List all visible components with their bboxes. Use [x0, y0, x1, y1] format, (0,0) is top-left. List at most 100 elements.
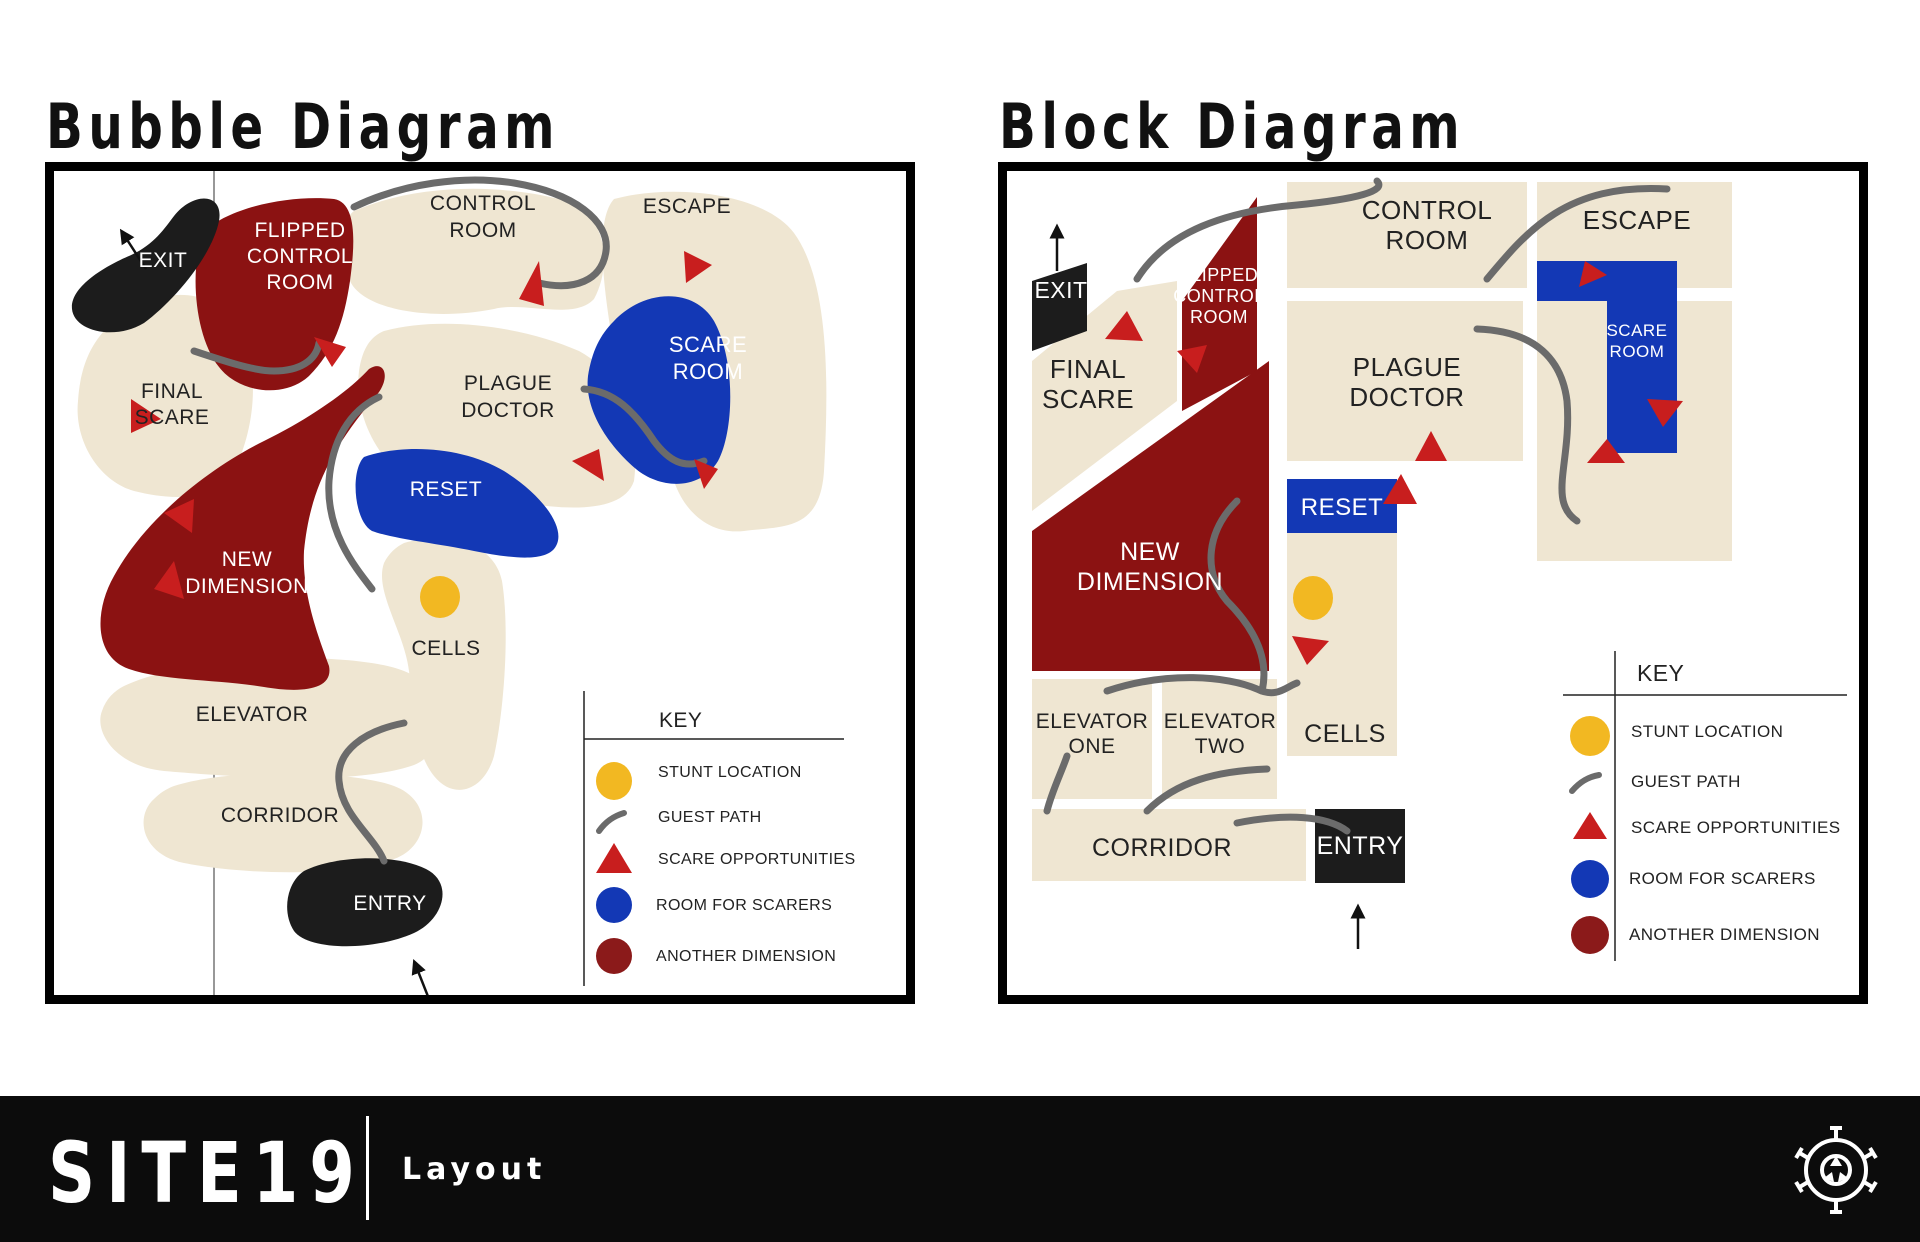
key-scare-swatch: [596, 843, 632, 873]
key-title: KEY: [659, 709, 702, 732]
key-stunt-label: STUNT LOCATION: [1631, 722, 1783, 741]
scare-triangle: [572, 449, 604, 481]
scare-triangle: [164, 499, 194, 533]
key-path-label: GUEST PATH: [1631, 772, 1741, 791]
corridor-bubble: [143, 773, 423, 873]
new-dimension-label-1: NEW: [1120, 538, 1180, 566]
new-dimension-block: [1032, 361, 1269, 671]
exit-label: EXIT: [139, 249, 188, 272]
new-dimension-label-2: DIMENSION: [1077, 568, 1223, 596]
guest-path-segment: [1207, 497, 1268, 695]
guest-path-segment: [1233, 813, 1351, 835]
key-path-swatch: [1569, 772, 1602, 794]
final-scare-label-1: FINAL: [141, 380, 203, 403]
reset-block: [1287, 479, 1397, 533]
corridor-label: CORRIDOR: [221, 804, 339, 827]
exit-arrow: [119, 228, 148, 270]
flipped-label-1: FLIPPED: [254, 219, 345, 242]
exit-label: EXIT: [1034, 277, 1087, 303]
key-scare-swatch: [1573, 812, 1607, 839]
block-diagram-canvas: EXIT FLIPPED CONTROL ROOM CONTROL ROOM E…: [1032, 177, 1847, 961]
flipped-control-room-bubble: [195, 198, 354, 391]
cells-bubble: [381, 538, 506, 790]
key-blue-label: ROOM FOR SCARERS: [1629, 869, 1816, 888]
entry-label: ENTRY: [353, 892, 426, 915]
entry-arrow: [411, 959, 429, 995]
guest-path-block: [1043, 177, 1671, 835]
scare-triangle: [1579, 261, 1607, 287]
flipped-label-1: FLIPPED: [1180, 265, 1259, 285]
scare-triangle: [1383, 474, 1417, 504]
block-key: KEY STUNT LOCATION GUEST PATH SCARE OPPO…: [1563, 651, 1847, 961]
guest-path-segment: [335, 719, 408, 865]
scare-room-label-2: ROOM: [1610, 342, 1665, 361]
escape-label: ESCAPE: [1583, 205, 1692, 235]
flipped-label-2: CONTROL: [1173, 286, 1265, 306]
scare-room-label-1: SCARE: [1606, 321, 1667, 340]
guest-path-segment: [350, 176, 610, 290]
guest-path-bubble: [190, 176, 708, 865]
elevator-one-label-1: ELEVATOR: [1036, 710, 1149, 733]
scare-triangle: [314, 337, 346, 367]
footer-divider: [366, 1116, 369, 1220]
new-dimension-bubble: [100, 366, 385, 690]
key-stunt-label: STUNT LOCATION: [658, 764, 802, 781]
plague-label-1: PLAGUE: [464, 372, 552, 395]
block-diagram-panel: EXIT FLIPPED CONTROL ROOM CONTROL ROOM E…: [998, 162, 1868, 1004]
guest-path-segment: [580, 385, 708, 468]
entry-bubble: [287, 858, 443, 947]
elevator-two-label-1: ELEVATOR: [1164, 710, 1277, 733]
scare-room-block: [1537, 261, 1677, 453]
key-red-swatch: [596, 938, 632, 974]
scare-opportunities-bubble: [131, 251, 718, 599]
key-path-swatch: [596, 810, 627, 834]
guest-path-segment: [1043, 752, 1071, 815]
bubble-diagram-canvas: EXIT FLIPPED CONTROL ROOM CONTROL ROOM E…: [71, 171, 855, 995]
flipped-label-3: ROOM: [1190, 307, 1248, 327]
scare-triangle: [519, 261, 544, 306]
scare-triangle: [1415, 431, 1447, 461]
final-scare-label-1: FINAL: [1050, 354, 1126, 384]
guest-path-segment: [325, 393, 383, 593]
guest-path-segment: [1103, 674, 1301, 697]
scare-triangle: [694, 459, 718, 489]
flipped-label-3: ROOM: [266, 271, 333, 294]
cells-label: CELLS: [411, 637, 480, 660]
key-title: KEY: [1637, 660, 1684, 686]
guest-path-segment: [1483, 184, 1671, 283]
reset-label: RESET: [1301, 494, 1384, 521]
plague-label-1: PLAGUE: [1353, 352, 1462, 382]
key-scare-label: SCARE OPPORTUNITIES: [1631, 818, 1840, 837]
footer-subtitle: Layout: [402, 1152, 547, 1187]
scare-triangle: [684, 251, 712, 283]
entry-label: ENTRY: [1317, 832, 1404, 860]
control-label-2: ROOM: [1386, 225, 1469, 255]
key-red-label: ANOTHER DIMENSION: [656, 948, 836, 965]
flipped-label-2: CONTROL: [247, 245, 353, 268]
key-stunt-swatch: [596, 762, 632, 800]
key-stunt-swatch: [1570, 716, 1610, 756]
footer-brand: SITE19: [48, 1124, 366, 1222]
stunt-location-block: [1293, 576, 1333, 620]
guest-path-segment: [1133, 177, 1383, 283]
elevator-two-label-2: TWO: [1195, 735, 1245, 758]
control-label-1: CONTROL: [430, 192, 536, 215]
scare-triangle: [1105, 311, 1143, 341]
reset-label: RESET: [410, 478, 483, 501]
new-dimension-label-2: DIMENSION: [185, 575, 309, 598]
bubble-diagram-title: Bubble Diagram: [46, 90, 561, 163]
elevator-two-block: [1162, 679, 1277, 799]
elevator-label: ELEVATOR: [196, 703, 309, 726]
reset-bubble: [355, 448, 559, 558]
exit-bubble: [71, 198, 220, 333]
final-scare-label-2: SCARE: [135, 406, 210, 429]
exit-block: [1032, 263, 1087, 351]
guest-path-segment: [1473, 325, 1581, 525]
new-dimension-label-1: NEW: [222, 548, 273, 571]
scare-room-label-2: ROOM: [673, 359, 743, 384]
key-blue-swatch: [1571, 860, 1609, 898]
control-label-2: ROOM: [449, 219, 516, 242]
key-blue-label: ROOM FOR SCARERS: [656, 897, 832, 914]
block-diagram-title: Block Diagram: [999, 90, 1466, 163]
key-red-swatch: [1571, 916, 1609, 954]
